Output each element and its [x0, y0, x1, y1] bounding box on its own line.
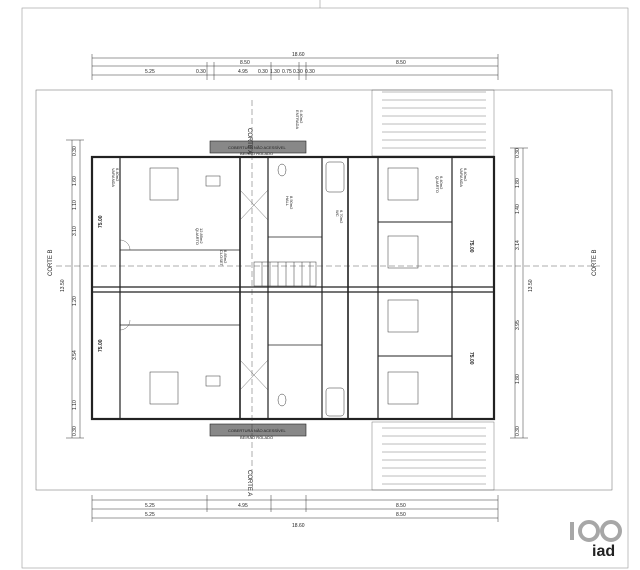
dim-left-4: 1.20: [72, 296, 78, 306]
roof-note-top-2: BEIRÃO ROLADO: [240, 151, 273, 156]
left-dimensions: [66, 139, 84, 439]
dim-left-0: 0.30: [72, 146, 78, 156]
dim-left-2: 1.10: [72, 200, 78, 210]
area-mark-left-bottom: 75.00: [98, 339, 104, 352]
dim-right-2: 1.40: [515, 204, 521, 214]
room-area-quarto: 12.85m2: [199, 228, 204, 244]
dim-seg-3: 0.30: [258, 69, 268, 75]
room-area-varanda: 6.40m2: [115, 168, 120, 182]
sheet-frame: [21, 7, 629, 569]
dim-total-bottom: 18.60: [292, 523, 305, 529]
room-area-closet: 6.85m2: [223, 250, 228, 264]
dim-left-total: 13.50: [60, 279, 66, 292]
dim-seg-6: 0.30: [293, 69, 303, 75]
dim-seg-0: 5.25: [145, 69, 155, 75]
building-walls: [90, 155, 496, 421]
brand-logo-text: iad: [592, 543, 615, 560]
corte-b-right: CORTE B: [592, 249, 598, 276]
dim-right-3: 3.14: [515, 240, 521, 250]
corte-a-bottom: CORTE A: [246, 470, 252, 496]
room-label-varanda: VARANDA: [111, 168, 116, 187]
dim-seg-7: 0.30: [305, 69, 315, 75]
roof-note-top: COBERTURA NÃO ACESSÍVEL: [228, 145, 286, 150]
room-area-varanda-right: 6.40m2: [463, 168, 468, 182]
door-swings: [119, 189, 269, 391]
bottom-dimensions: [91, 495, 499, 522]
room-label-hall: HALL: [285, 196, 290, 207]
dim-seg-5: 0.75: [282, 69, 292, 75]
roof-block-top: [209, 140, 307, 154]
room-label-wc: WC: [335, 210, 340, 217]
dim-top-left: 8.50: [240, 60, 250, 66]
dim-seg-1: 0.30: [196, 69, 206, 75]
room-area-entrada: 0.40m2: [299, 110, 304, 124]
roof-note-bottom: COBERTURA NÃO ACESSÍVEL: [228, 428, 286, 433]
dim-bottom-seg-2: 4.95: [238, 503, 248, 509]
area-mark-left-top: 75.00: [98, 215, 104, 228]
balcony-top-right: [371, 89, 495, 157]
corte-b-left: CORTE B: [48, 249, 54, 276]
dim-left-9: 0.30: [72, 426, 78, 436]
dim-left-8: 1.10: [72, 400, 78, 410]
room-area-quarto-right: 6.40m2: [439, 176, 444, 190]
dim-left-6: 3.54: [72, 350, 78, 360]
room-label-varanda-right: VARANDA: [459, 168, 464, 187]
roof-note-bottom-2: BEIRÃO ROLADO: [240, 435, 273, 440]
staircase: [253, 261, 317, 287]
room-label-quarto: QUARTO: [195, 228, 200, 245]
dim-seg-2: 4.95: [238, 69, 248, 75]
corte-a-top: CORTE A: [246, 128, 252, 154]
area-mark-right-bottom: 75.00: [468, 352, 474, 365]
dim-bottom-right: 8.50: [396, 503, 406, 509]
dim-bottom-row2-right: 8.50: [396, 512, 406, 518]
dim-right-8: 0.30: [515, 426, 521, 436]
room-label-entrada: ENTRADA: [295, 110, 300, 129]
beds: [149, 167, 419, 405]
dim-bottom-row2-left: 5.25: [145, 512, 155, 518]
dim-left-3: 3.10: [72, 226, 78, 236]
bathroom-fixtures: [205, 161, 345, 417]
balcony-bottom-right: [371, 421, 495, 491]
dim-right-1: 1.80: [515, 178, 521, 188]
cut-lines: [56, 100, 600, 480]
brand-logo-mark: [570, 520, 622, 542]
right-dimensions: [510, 147, 528, 439]
room-label-quarto-right: QUARTO: [435, 176, 440, 193]
room-label-closet: CLOSET: [219, 250, 224, 267]
area-mark-right-top: 75.00: [468, 240, 474, 253]
dim-bottom-seg-0: 5.25: [145, 503, 155, 509]
dim-seg-4: 1.30: [270, 69, 280, 75]
room-area-wc: 6.70m2: [339, 210, 344, 224]
dim-right-6: 1.80: [515, 374, 521, 384]
dim-left-1: 1.60: [72, 176, 78, 186]
top-dimensions: [91, 54, 499, 80]
roof-block-bottom: [209, 423, 307, 437]
dim-total-top: 18.60: [292, 52, 305, 58]
dim-top-right: 8.50: [396, 60, 406, 66]
room-area-hall: 8.50m2: [289, 196, 294, 210]
dim-right-total: 13.50: [528, 279, 534, 292]
site-boundary: [35, 89, 613, 491]
dim-right-4: 3.95: [515, 320, 521, 330]
dim-right-0: 0.30: [515, 148, 521, 158]
